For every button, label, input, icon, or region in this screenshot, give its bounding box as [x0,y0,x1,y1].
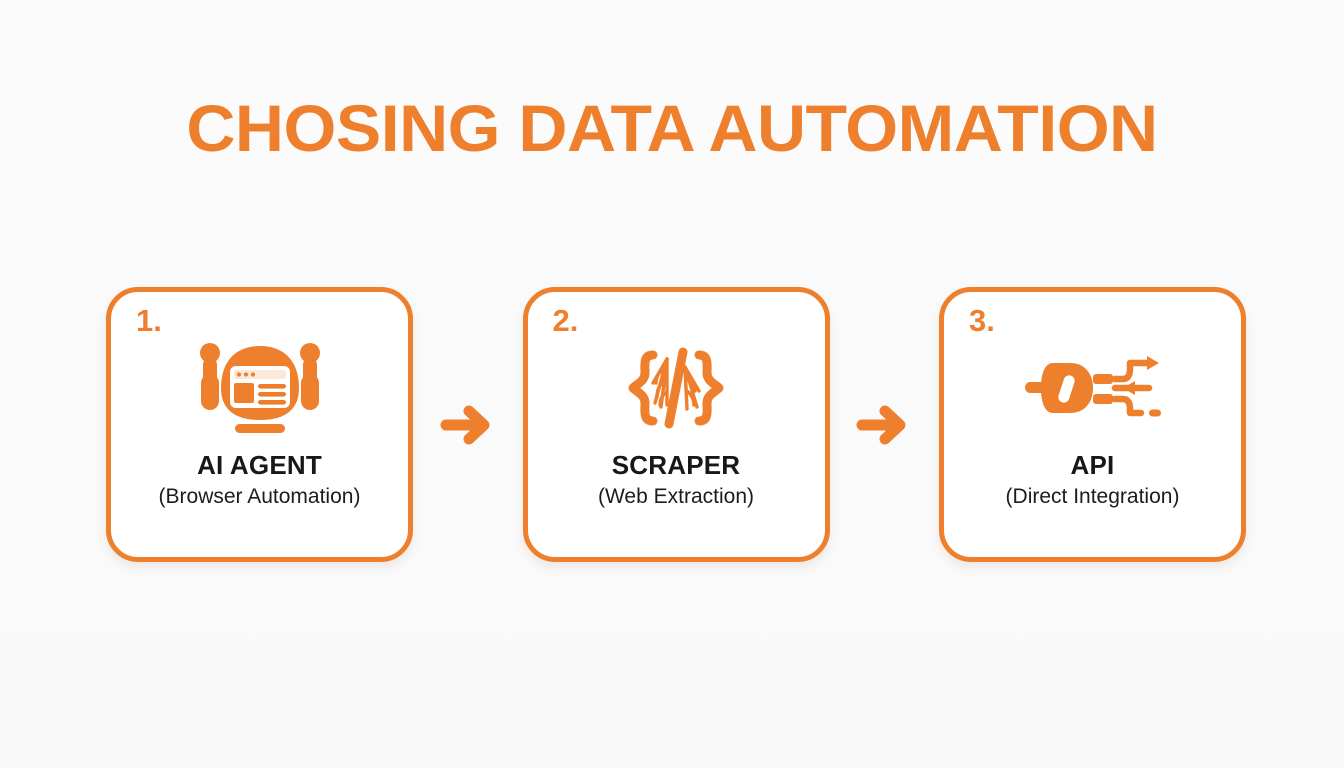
card-title: API [1070,450,1115,480]
flow-card-scraper[interactable]: 2. [522,287,830,562]
card-subtitle: (Browser Automation) [158,485,361,509]
card-title: AI AGENT [197,450,322,480]
card-title: SCRAPER [611,450,741,480]
page-title: CHOSING DATA AUTOMATION [186,91,1158,165]
card-subtitle: (Direct Integration) [1005,485,1180,509]
flow-card-ai-agent[interactable]: 1. [106,287,413,562]
arrow-right-icon [436,397,500,453]
card-number: 3. [969,303,995,338]
card-subtitle: (Web Extraction) [598,485,754,509]
robot-browser-icon [199,340,321,436]
code-brackets-spiderweb-icon [623,340,729,436]
card-number: 1. [136,303,162,338]
flow-diagram: 1. [106,287,1246,562]
flow-card-api[interactable]: 3. [939,287,1246,562]
arrow-right-icon [852,397,916,453]
plug-connection-icon [1023,340,1163,436]
card-number: 2. [552,303,579,338]
